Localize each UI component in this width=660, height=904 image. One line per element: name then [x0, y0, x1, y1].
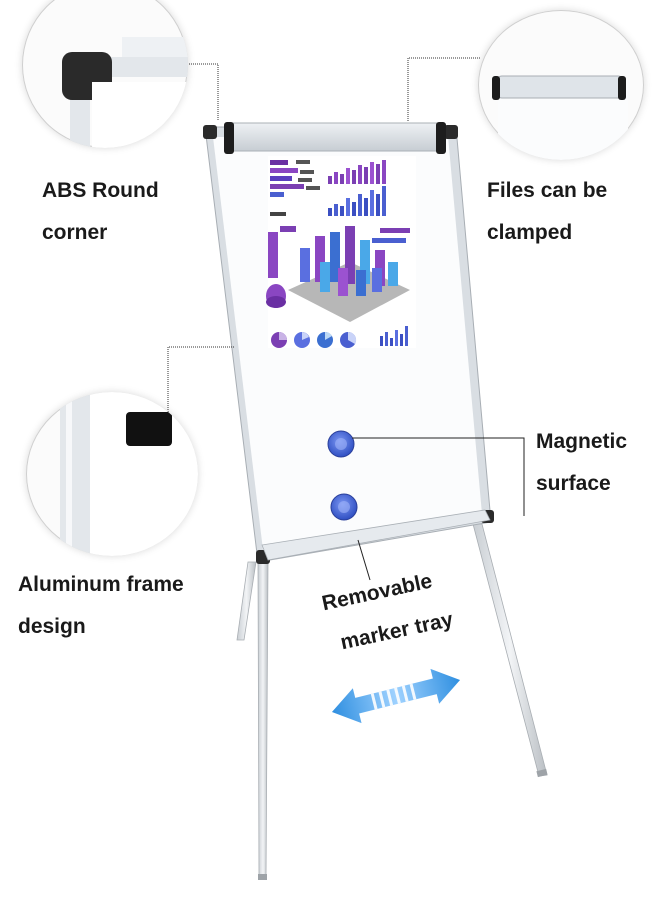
callout-clamp-zoom [478, 10, 644, 160]
callout-frame-zoom [26, 392, 198, 556]
label-abs-round-corner-line1: ABS Round [42, 179, 159, 202]
magnet-lower [330, 493, 358, 521]
label-files-clamped-line1: Files can be [487, 179, 608, 202]
label-files-clamped-line2: clamped [487, 221, 573, 244]
leader-lines [167, 57, 525, 581]
label-aluminum-frame-line1: Aluminum frame [18, 573, 184, 596]
label-aluminum-frame-line2: design [18, 615, 86, 638]
label-abs-round-corner: ABS Round corner [42, 170, 159, 254]
label-abs-round-corner-line2: corner [42, 221, 108, 244]
poster-pie-row [271, 326, 408, 348]
poster-vertical-bars [328, 160, 386, 216]
double-arrow-icon [331, 668, 461, 724]
chart-poster [266, 156, 416, 348]
paper-clamp-bar [225, 122, 445, 152]
label-magnetic-surface: Magnetic surface [536, 421, 627, 505]
magnet-upper [327, 430, 355, 458]
label-files-clamped: Files can be clamped [487, 170, 607, 254]
label-magnetic-surface-line2: surface [536, 472, 611, 495]
poster-horizontal-bars [270, 160, 320, 216]
marker-tray [261, 509, 491, 561]
abs-corner-top-right [444, 125, 458, 139]
label-magnetic-surface-line1: Magnetic [536, 430, 628, 453]
poster-3d-bar-chart [266, 226, 410, 322]
label-aluminum-frame: Aluminum frame design [18, 564, 184, 648]
abs-corner-top-left [203, 125, 217, 139]
easel-legs [236, 523, 548, 880]
